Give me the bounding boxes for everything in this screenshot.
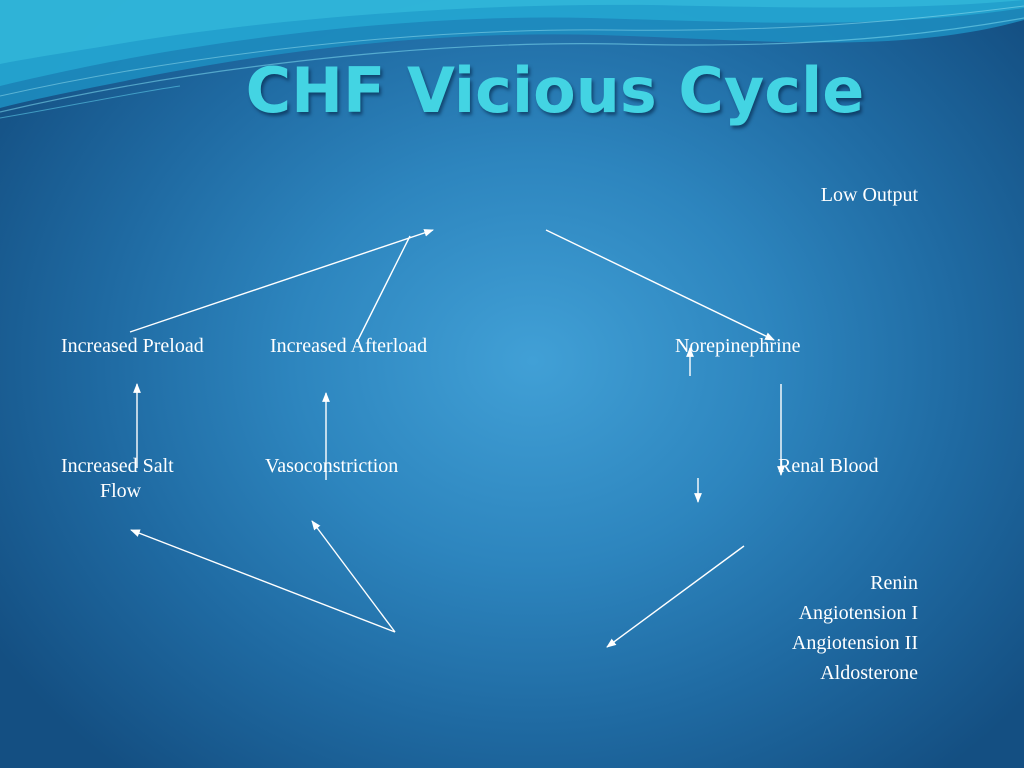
arrow-preload-to-output: [129, 229, 434, 333]
raas-item-renin: Renin: [870, 572, 918, 594]
node-increased-salt-line1: Increased Salt: [61, 455, 174, 477]
node-increased-preload: Increased Preload: [61, 335, 204, 357]
arrow-raas-to-center: [606, 545, 745, 648]
node-increased-salt-line2: Flow: [100, 480, 142, 502]
arrow-output-to-norepinephrine: [545, 229, 775, 341]
node-increased-afterload: Increased Afterload: [270, 335, 428, 357]
slide-title: CHF Vicious Cycle: [245, 54, 865, 127]
arrow-center-to-salt: [130, 529, 396, 633]
raas-item-aldosterone: Aldosterone: [820, 662, 918, 684]
node-vasoconstriction: Vasoconstriction: [265, 455, 399, 477]
node-renal-blood: Renal Blood: [778, 455, 879, 477]
arrow-afterload-to-output: [356, 235, 411, 343]
node-raas-list: Renin Angiotension I Angiotension II Ald…: [792, 568, 918, 688]
node-increased-salt: Increased Salt Flow: [61, 454, 174, 504]
node-norepinephrine: Norepinephrine: [675, 335, 801, 357]
arrow-center-to-vasoconstriction: [311, 520, 396, 633]
raas-item-angiotension-1: Angiotension I: [798, 602, 918, 624]
node-low-output: Low Output: [820, 184, 918, 206]
raas-item-angiotension-2: Angiotension II: [791, 632, 918, 654]
